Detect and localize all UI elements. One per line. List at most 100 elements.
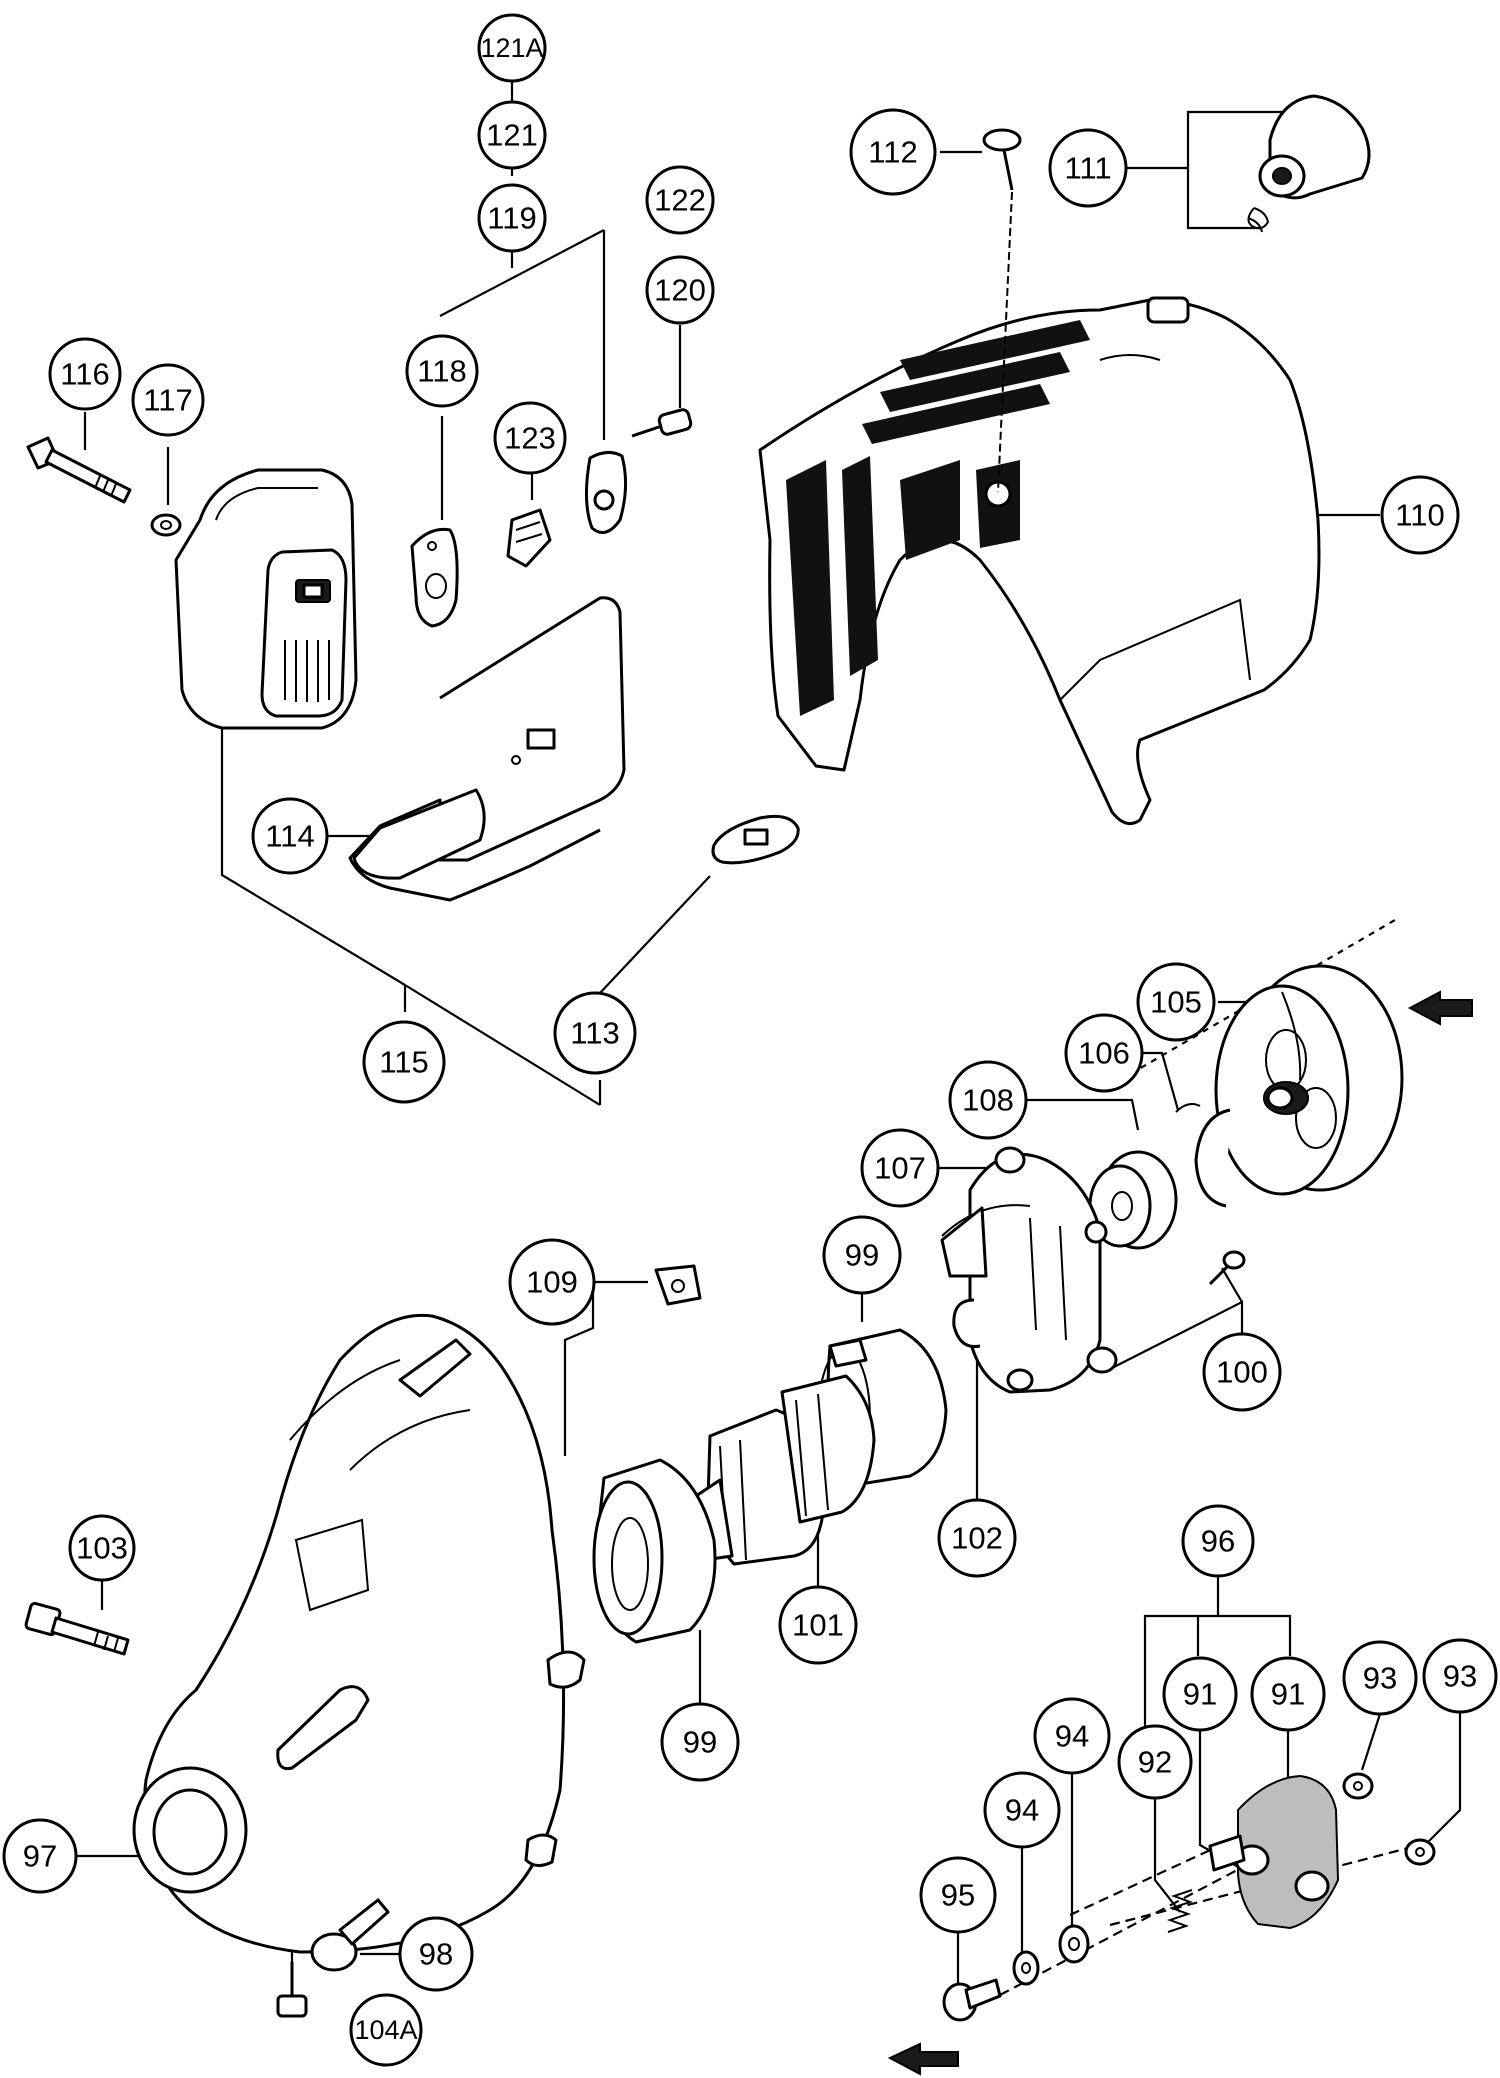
callout-117-text: 117: [143, 383, 192, 418]
callout-114-text: 114: [265, 819, 314, 854]
callout-121a: 121A: [477, 13, 547, 83]
callout-116-text: 116: [60, 357, 109, 392]
spark-plug-cap-111-part: [1247, 94, 1371, 233]
callout-109: 109: [508, 1238, 596, 1326]
callout-91-right: 91: [1250, 1656, 1326, 1732]
callout-121-text: 121: [486, 118, 538, 153]
callout-97: 97: [2, 1818, 78, 1894]
shaft-assembly-101-part: [688, 1374, 876, 1566]
callout-92: 92: [1117, 1724, 1193, 1800]
bolt-103-part: [24, 1601, 130, 1656]
washer-117-part: [150, 513, 182, 537]
callout-119: 119: [477, 183, 547, 253]
callout-115: 115: [362, 1020, 446, 1104]
callout-109-text: 109: [526, 1265, 578, 1300]
callout-111-text: 111: [1064, 151, 1111, 186]
callout-123-text: 123: [504, 421, 556, 456]
muffler-115-part: [174, 468, 358, 730]
cover-vents: [786, 320, 1090, 716]
screw-104a-part: [276, 1962, 308, 2018]
nut-109-part: [654, 1264, 702, 1306]
callout-99-top: 99: [822, 1215, 902, 1295]
callout-121a-text: 121A: [480, 33, 543, 63]
callout-107-text: 107: [874, 1151, 926, 1186]
callout-97-text: 97: [23, 1839, 57, 1874]
callout-95: 95: [919, 1856, 997, 1934]
heat-shield-114-part: [348, 596, 626, 902]
washer-93-b-part: [1404, 1838, 1436, 1866]
callout-120: 120: [645, 255, 715, 325]
callout-113: 113: [553, 991, 637, 1075]
callout-99-bottom-text: 99: [683, 1725, 717, 1760]
callout-91-left-text: 91: [1183, 1677, 1217, 1712]
callout-110-text: 110: [1395, 498, 1444, 533]
callout-104a-text: 104A: [354, 2015, 417, 2045]
screw-120-part: [631, 408, 693, 438]
callout-106-text: 106: [1078, 1036, 1130, 1071]
callout-120-text: 120: [654, 273, 706, 308]
callout-118: 118: [405, 334, 479, 408]
callout-121: 121: [477, 100, 547, 170]
callout-93-right: 93: [1422, 1638, 1498, 1714]
callout-105: 105: [1136, 962, 1216, 1042]
clutch-housing-107-part: [940, 1146, 1118, 1394]
callout-123: 123: [493, 401, 567, 475]
callout-111: 111: [1048, 128, 1128, 208]
callout-106: 106: [1064, 1013, 1144, 1093]
clutch-assembly-91-part: [1208, 1774, 1340, 1930]
callout-99-top-text: 99: [845, 1238, 879, 1273]
callout-96-text: 96: [1201, 1524, 1235, 1559]
callout-94-upper: 94: [1033, 1697, 1111, 1775]
callout-102: 102: [937, 1498, 1017, 1578]
muffler-fins: [284, 640, 330, 702]
callout-92-text: 92: [1138, 1745, 1172, 1780]
callout-93-left: 93: [1342, 1640, 1418, 1716]
callout-103-text: 103: [76, 1531, 128, 1566]
clutch-drum-105-part: [1214, 964, 1404, 1196]
callout-108: 108: [948, 1060, 1028, 1140]
callout-93-right-text: 93: [1443, 1659, 1477, 1694]
callout-108-text: 108: [962, 1083, 1014, 1118]
callout-119-text: 119: [487, 201, 536, 236]
bolt-95-part: [942, 1978, 1002, 2022]
callout-114: 114: [251, 797, 329, 875]
callout-93-left-text: 93: [1363, 1661, 1397, 1696]
callout-122-text: 122: [654, 183, 706, 218]
callout-117: 117: [131, 363, 205, 437]
direction-arrow-left-icon: [887, 2042, 959, 2076]
spring-92-part: [1167, 1889, 1193, 1933]
plate-119-part: [584, 451, 628, 534]
engine-cover-110-part: [758, 296, 1321, 826]
callout-104a: 104A: [349, 1993, 423, 2067]
bolt-98-part: [310, 1898, 390, 1972]
callout-112: 112: [849, 108, 937, 196]
washer-94-a-part: [1058, 1924, 1090, 1964]
callout-91-right-text: 91: [1271, 1677, 1305, 1712]
callout-95-text: 95: [941, 1878, 975, 1913]
callout-103: 103: [68, 1514, 136, 1582]
callout-94-lower-text: 94: [1005, 1793, 1039, 1828]
bearing-99-bottom-part: [592, 1458, 717, 1644]
spark-arrester-123-part: [506, 508, 552, 568]
callout-112-text: 112: [868, 135, 917, 170]
callout-115-text: 115: [379, 1045, 428, 1080]
callout-94-lower: 94: [983, 1771, 1061, 1849]
direction-arrow-right-icon: [1407, 990, 1473, 1026]
callout-100: 100: [1202, 1332, 1282, 1412]
callout-116: 116: [48, 337, 122, 411]
circlip-106-part: [1175, 1103, 1231, 1208]
gasket-113-part: [711, 814, 800, 865]
callout-110: 110: [1380, 475, 1460, 555]
callout-107: 107: [860, 1128, 940, 1208]
bolt-116-part: [26, 436, 132, 504]
callout-102-text: 102: [951, 1521, 1003, 1556]
screw-100-part: [1208, 1250, 1246, 1286]
screw-112-part: [982, 128, 1022, 493]
washer-94-b-part: [1012, 1950, 1040, 1986]
callout-98-text: 98: [419, 1937, 453, 1972]
washer-93-a-part: [1342, 1772, 1374, 1800]
callout-113-text: 113: [570, 1016, 619, 1051]
circlip-102-part: [952, 1298, 981, 1349]
callout-118-text: 118: [417, 354, 466, 389]
